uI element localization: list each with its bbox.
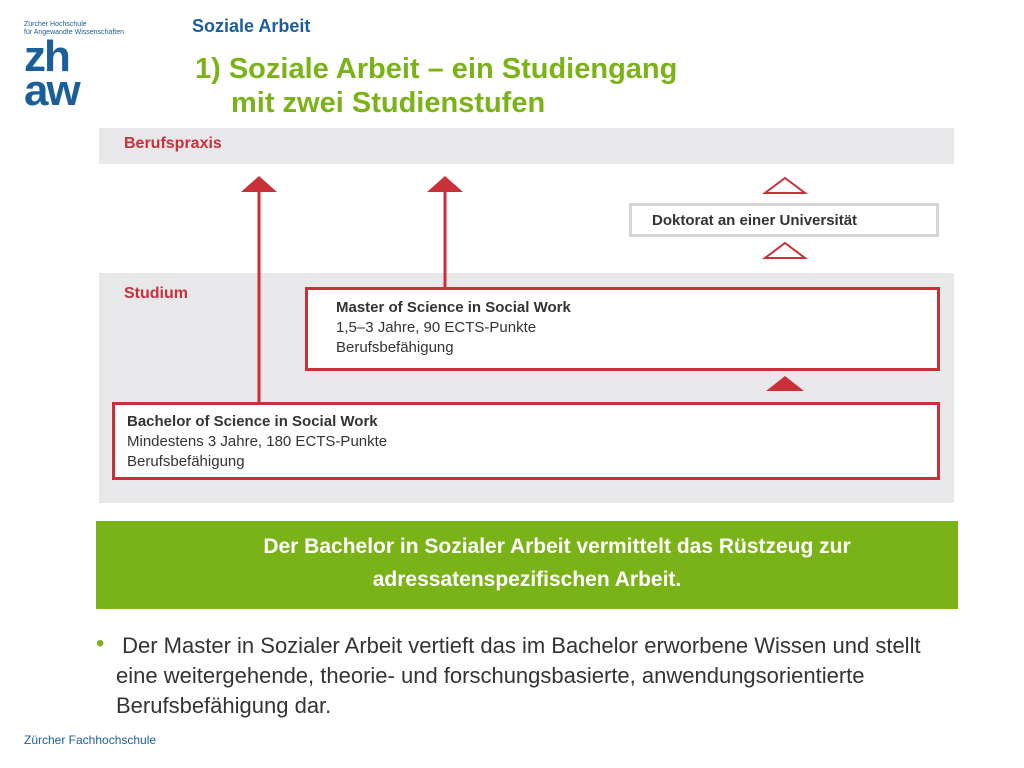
bullet-icon: •	[96, 630, 105, 657]
arrow-master-doktorat-head	[762, 241, 808, 259]
band-berufspraxis	[99, 128, 954, 164]
logo-letters-top: zh	[24, 32, 71, 81]
bachelor-title: Bachelor of Science in Social Work	[127, 413, 378, 430]
band-berufspraxis-label: Berufspraxis	[124, 135, 222, 152]
arrow-bachelor-praxis-head	[241, 176, 277, 192]
master-detail: 1,5–3 Jahre, 90 ECTS-Punkte	[336, 319, 537, 336]
master-box: Master of Science in Social Work 1,5–3 J…	[305, 287, 940, 371]
slide-title-line2: mit zwei Studienstufen	[231, 87, 546, 119]
bachelor-detail: Mindestens 3 Jahre, 180 ECTS-Punkte	[127, 433, 388, 450]
band-studium-label: Studium	[124, 285, 188, 302]
banner-line1: Der Bachelor in Sozialer Arbeit vermitte…	[263, 535, 851, 558]
bachelor-box: Bachelor of Science in Social Work Minde…	[112, 402, 940, 480]
slide-title: 1) Soziale Arbeit – ein Studiengang mit …	[195, 52, 677, 120]
banner-line2: adressatenspezifischen Arbeit.	[372, 568, 682, 591]
master-qualification: Berufsbefähigung	[336, 339, 454, 356]
arrow-master-praxis-head	[427, 176, 463, 192]
bullet-text: Der Master in Sozialer Arbeit vertieft d…	[116, 631, 966, 721]
bachelor-qualification: Berufsbefähigung	[127, 453, 245, 470]
doktorat-box: Doktorat an einer Universität	[629, 203, 939, 237]
footer-text: Zürcher Fachhochschule	[24, 733, 157, 747]
slide-title-line1: 1) Soziale Arbeit – ein Studiengang	[195, 53, 678, 85]
logo-caption: Zürcher Hochschule für Angewandte Wissen…	[24, 21, 124, 37]
arrow-bachelor-master-head	[766, 376, 804, 391]
logo-letters-bottom: aw	[24, 66, 81, 115]
arrow-doktorat-praxis-head	[762, 176, 808, 194]
master-title: Master of Science in Social Work	[336, 299, 571, 316]
section-label: Soziale Arbeit	[192, 16, 311, 36]
highlight-banner: Der Bachelor in Sozialer Arbeit vermitte…	[96, 521, 958, 609]
bullet-text-content: Der Master in Sozialer Arbeit vertieft d…	[116, 633, 921, 718]
logo-caption-line2: für Angewandte Wissenschaften	[24, 29, 125, 36]
zhaw-logo: zh aw	[24, 32, 102, 115]
logo-caption-line1: Zürcher Hochschule	[24, 21, 87, 28]
